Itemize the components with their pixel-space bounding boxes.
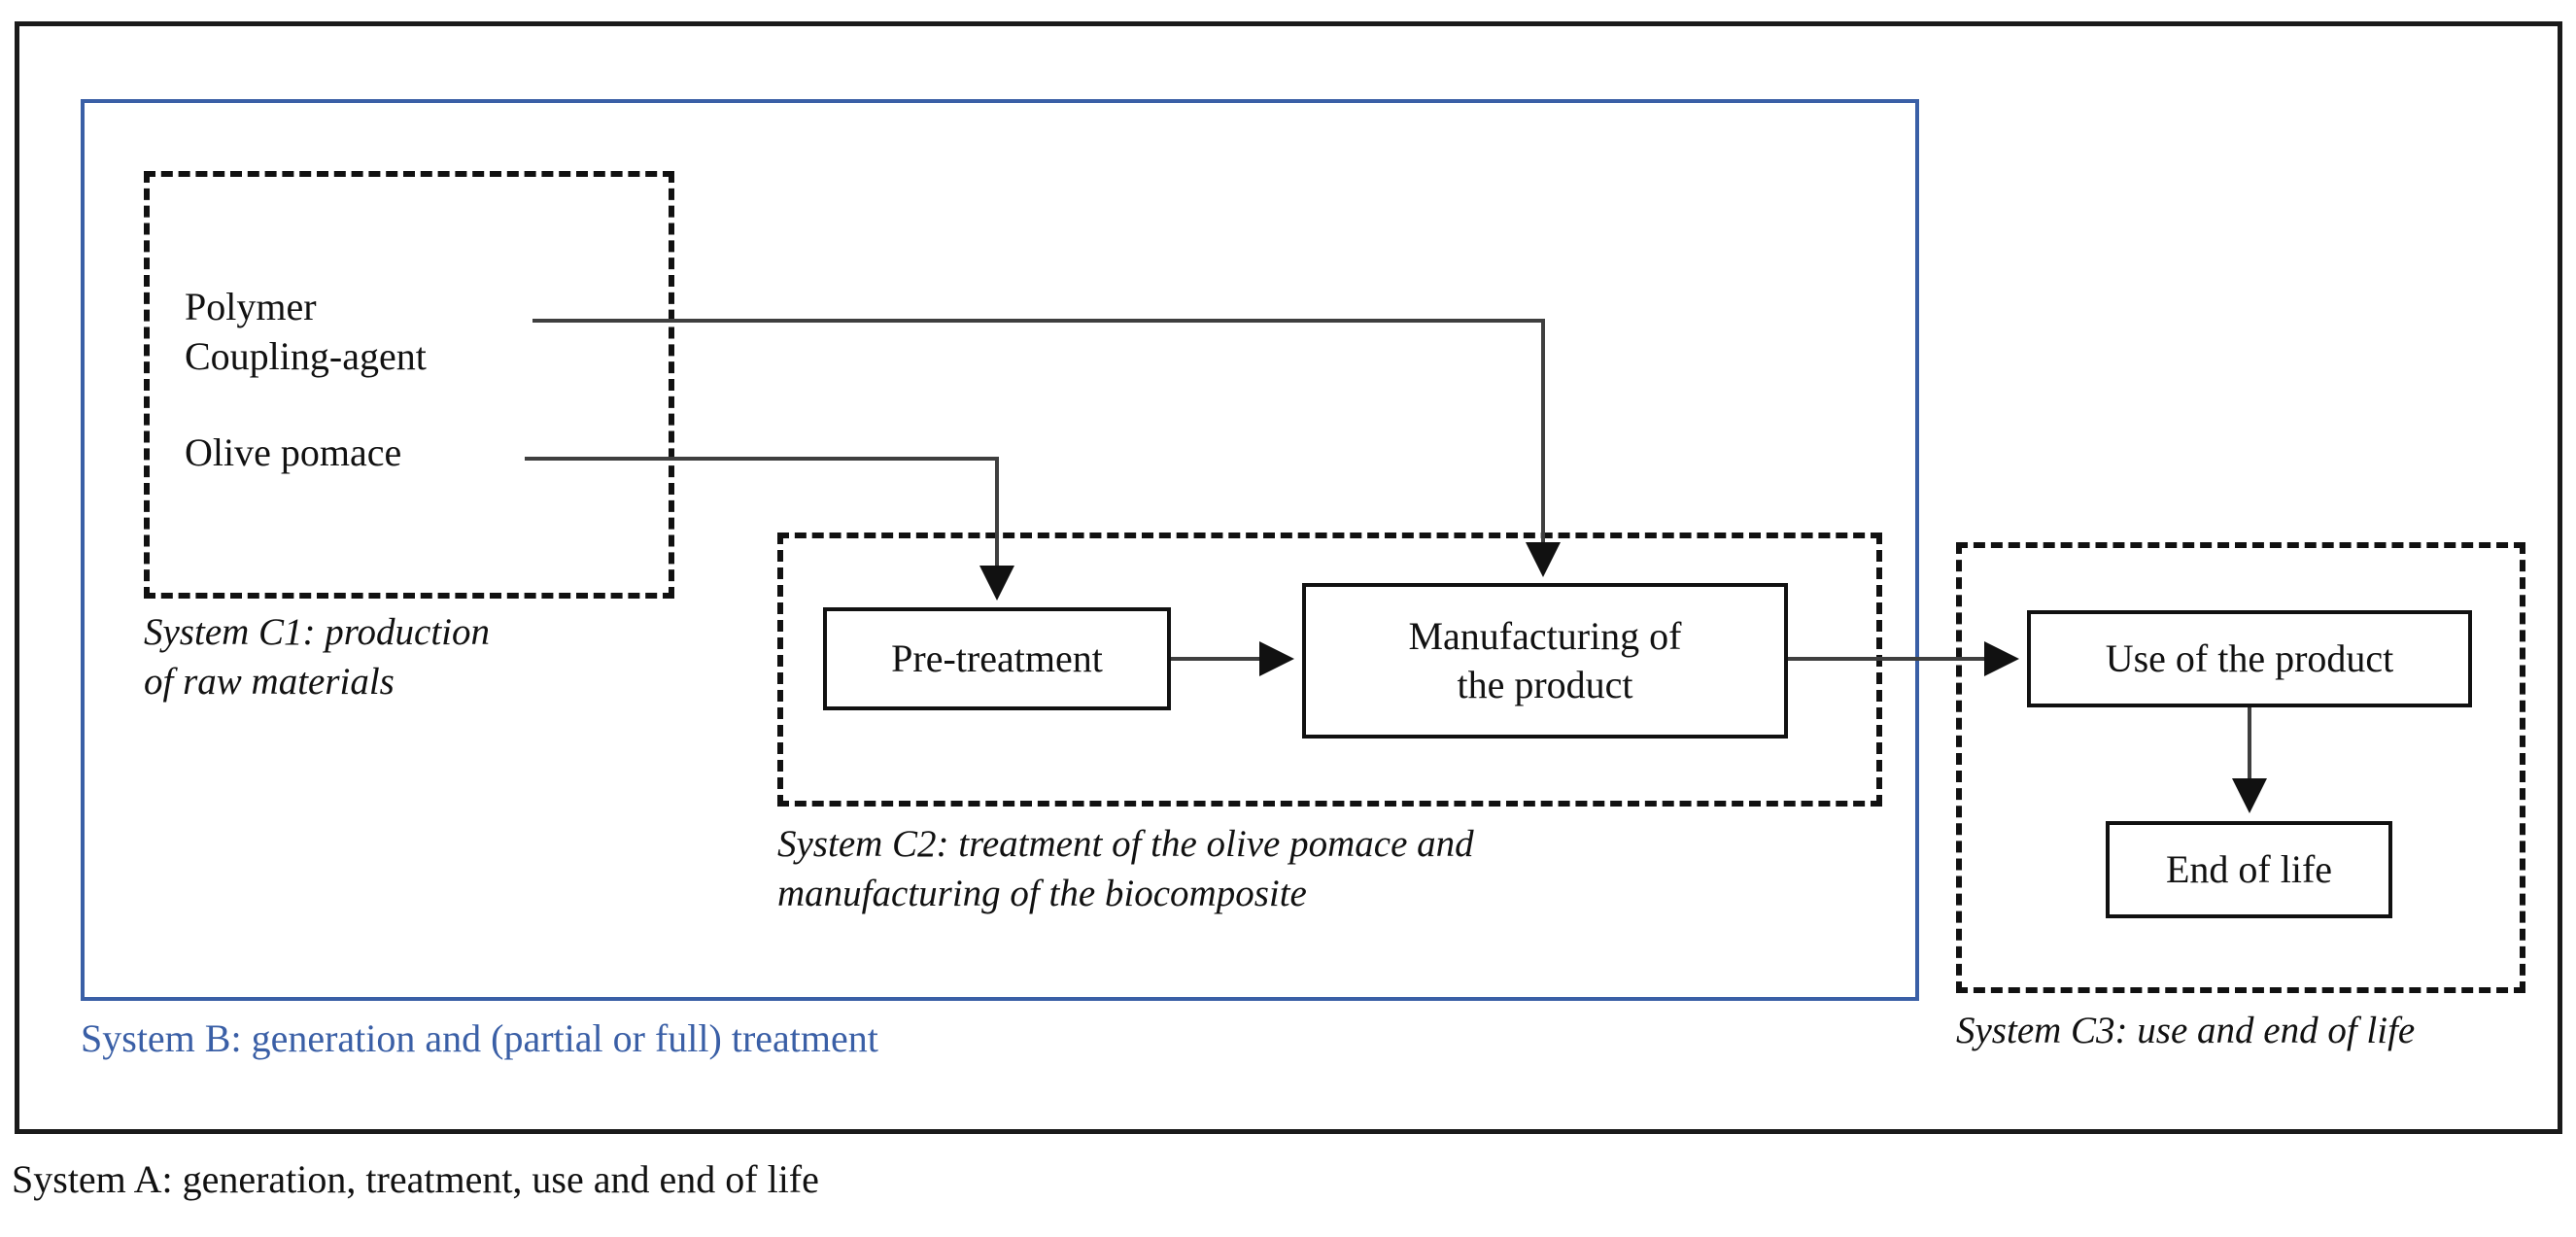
caption-system-c3: System C3: use and end of life [1956, 1010, 2416, 1051]
system-c3-frame [1956, 542, 2525, 993]
process-box-end-of-life[interactable]: End of life [2106, 821, 2392, 918]
caption-system-b: System B: generation and (partial or ful… [81, 1016, 878, 1060]
process-box-use-of-the-product[interactable]: Use of the product [2027, 610, 2472, 707]
system-a-frame [15, 21, 2562, 1134]
process-box-manufacturing-of-the-product[interactable]: Manufacturing of the product [1302, 583, 1788, 739]
input-label-polymer-coupling-agent: Polymer Coupling-agent [185, 285, 427, 379]
input-label-olive-pomace: Olive pomace [185, 430, 402, 474]
process-box-pre-treatment[interactable]: Pre-treatment [823, 607, 1171, 710]
caption-system-a: System A: generation, treatment, use and… [12, 1157, 819, 1201]
caption-system-c2: System C2: treatment of the olive pomace… [777, 823, 1474, 915]
system-c1-frame [144, 171, 674, 599]
system-b-frame [81, 99, 1919, 1001]
caption-system-c1: System C1: production of raw materials [144, 611, 491, 704]
